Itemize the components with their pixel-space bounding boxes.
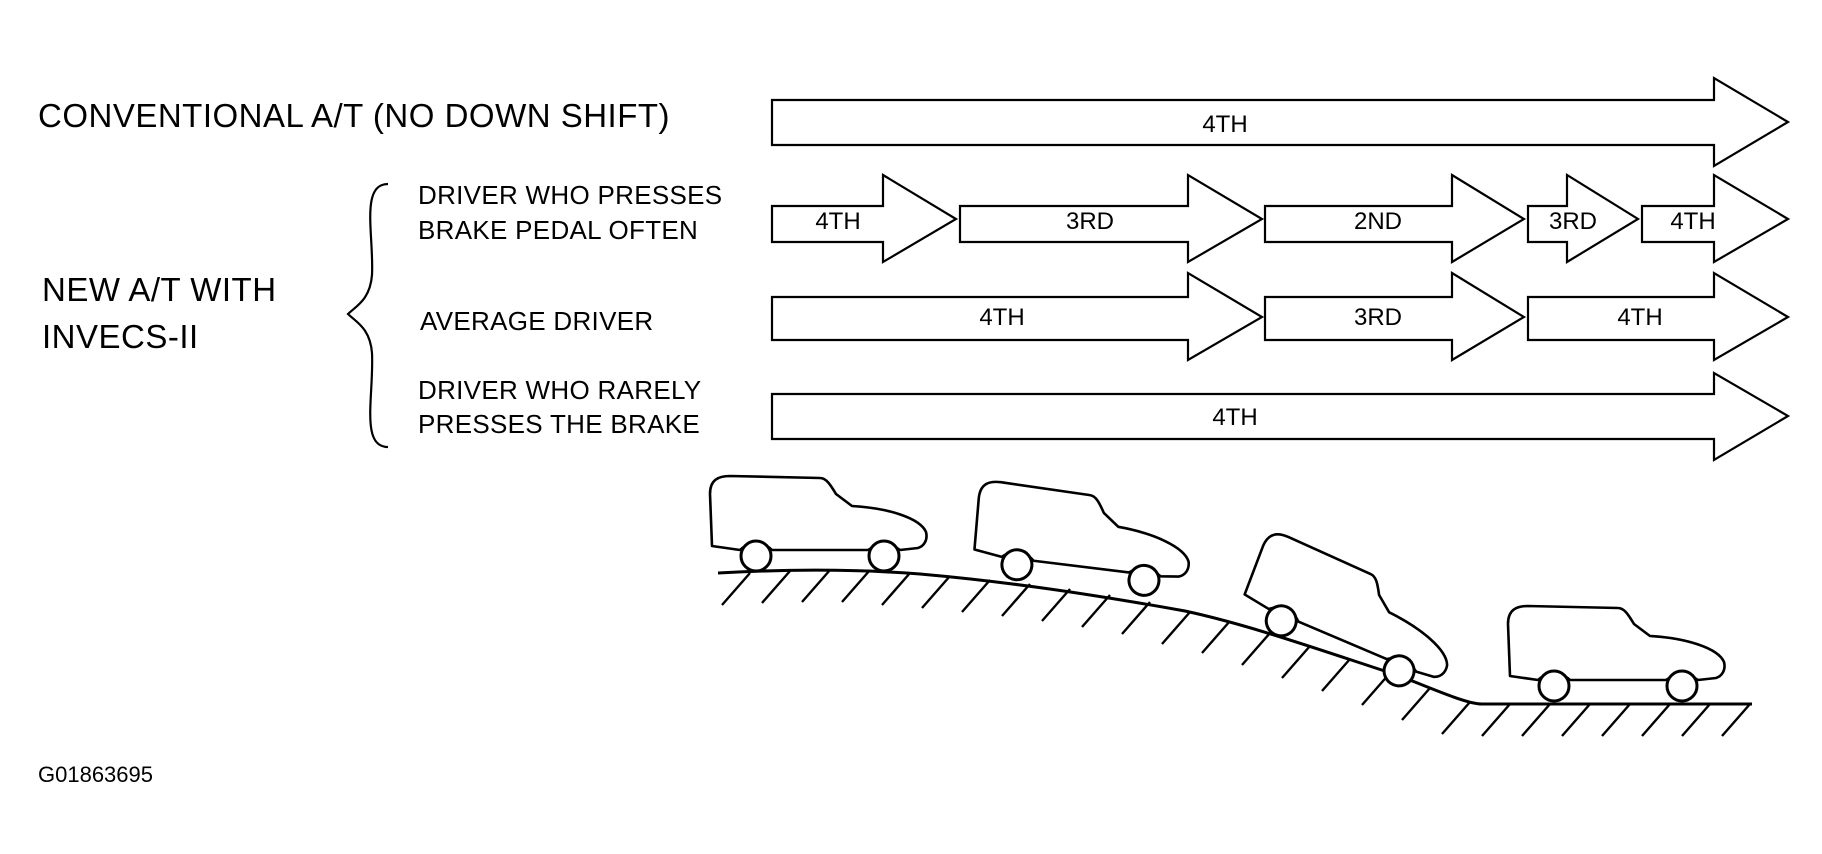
gear-arrow-icon [770,173,959,264]
vehicle-icon [708,474,929,573]
brace-icon [346,182,389,449]
driver-brake-often-line1: DRIVER WHO PRESSES [418,180,723,210]
average-driver-arrows: 4TH 3RD 4TH [770,271,1791,362]
new-at-label-line1: NEW A/T WITH [42,271,277,308]
gear-arrow-icon [770,76,1791,168]
gear-label: 4TH [815,208,860,235]
gear-label: 2ND [1354,208,1402,235]
gear-label: 4TH [1202,111,1247,138]
gear-arrow-icon [1263,271,1527,362]
gear-arrow-icon [770,371,1791,462]
gear-arrow-icon [1526,173,1641,264]
driver-brake-often-line2: BRAKE PEDAL OFTEN [418,215,699,245]
gear-arrow-icon [958,173,1265,264]
conventional-at-label: CONVENTIONAL A/T (NO DOWN SHIFT) [38,97,671,134]
gear-arrow-icon [1263,173,1527,264]
conventional-arrow: 4TH [770,76,1791,168]
new-at-label-line2: INVECS-II [42,318,199,355]
gear-label: 4TH [979,304,1024,331]
rarely-brakes-arrow: 4TH [770,371,1791,462]
gear-arrow-icon [1526,271,1791,362]
gear-label: 3RD [1354,304,1402,331]
average-driver-label: AVERAGE DRIVER [420,306,654,336]
gear-label: 4TH [1212,404,1257,431]
vehicle-icon [1231,527,1471,703]
gear-arrow-icon [1640,173,1791,264]
gear-arrow-icon [770,271,1265,362]
gear-label: 3RD [1549,208,1597,235]
driver-rarely-brakes-line1: DRIVER WHO RARELY [418,375,702,405]
driver-rarely-brakes-line2: PRESSES THE BRAKE [418,409,701,439]
figure-code: G01863695 [38,762,153,787]
gear-label: 4TH [1617,304,1662,331]
vehicle-icon [1506,604,1727,703]
gear-label: 4TH [1670,208,1715,235]
gear-label: 3RD [1066,208,1114,235]
brake-often-arrows: 4TH 3RD 2ND 3RD 4TH [770,173,1791,264]
